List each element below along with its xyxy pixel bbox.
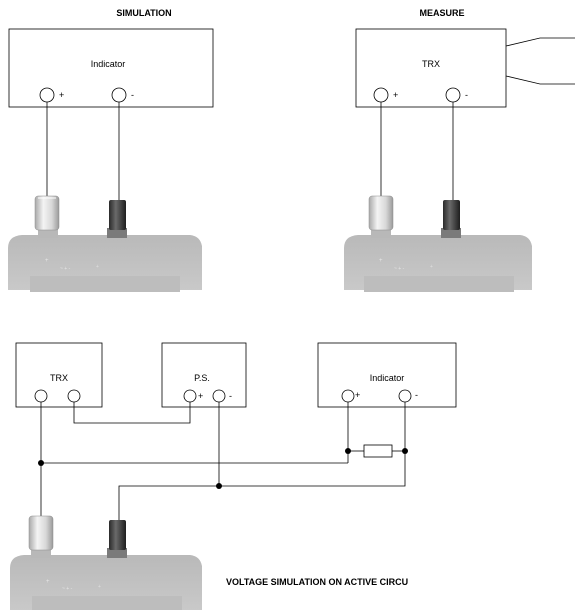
trx-label-bottom: TRX <box>50 373 68 383</box>
ps-plus-terminal <box>183 389 197 403</box>
trx-minus-sign: - <box>465 90 468 100</box>
svg-text:+: + <box>45 258 49 264</box>
indicator-label-bottom: Indicator <box>370 373 405 383</box>
indicator-label: Indicator <box>91 59 126 69</box>
black-probe-plug-right <box>441 200 461 238</box>
meter-device-bottom: + ~ + - + <box>10 555 202 610</box>
circuit-wiring <box>40 402 406 520</box>
ps-box <box>161 342 247 408</box>
red-probe-plug-right <box>368 195 394 238</box>
svg-text:+: + <box>430 264 433 270</box>
trx-label-top: TRX <box>422 59 440 69</box>
indicator-bottom-minus-terminal <box>398 389 412 403</box>
meter-device-left: + ~ + - + <box>8 235 202 292</box>
trx-box-bottom <box>15 342 103 408</box>
black-probe-plug-bottom <box>107 520 127 558</box>
svg-text:+: + <box>98 584 101 590</box>
ps-minus-sign: - <box>229 391 232 401</box>
measure-heading: MEASURE <box>419 8 464 18</box>
junction-dot <box>216 483 222 489</box>
resistor <box>363 444 393 458</box>
ps-label: P.S. <box>194 373 210 383</box>
indicator-plus-terminal <box>39 87 55 103</box>
indicator-box-bottom <box>317 342 457 408</box>
antenna-cable <box>505 37 575 85</box>
indicator-minus-terminal <box>111 87 127 103</box>
trx-minus-terminal <box>445 87 461 103</box>
junction-dot <box>38 460 44 466</box>
meter-device-right: + ~ + - + <box>344 235 532 292</box>
indicator-plus-sign: + <box>59 90 64 100</box>
indicator-bottom-minus-sign: - <box>415 390 418 400</box>
svg-text:~ + -: ~ + - <box>394 266 405 272</box>
trx-plus-terminal <box>373 87 389 103</box>
trx-plus-sign: + <box>393 90 398 100</box>
trx-bottom-right-terminal <box>67 389 81 403</box>
svg-text:~ + -: ~ + - <box>62 586 73 592</box>
black-probe-plug-left <box>107 200 127 238</box>
indicator-bottom-plus-sign: + <box>355 390 360 400</box>
indicator-bottom-plus-terminal <box>341 389 355 403</box>
indicator-minus-sign: - <box>131 90 134 100</box>
svg-text:~ + -: ~ + - <box>60 266 71 272</box>
trx-bottom-left-terminal <box>34 389 48 403</box>
svg-text:+: + <box>96 264 99 270</box>
ps-plus-sign: + <box>198 391 203 401</box>
junction-dot <box>402 448 408 454</box>
simulation-heading: SIMULATION <box>116 8 171 18</box>
bottom-caption: VOLTAGE SIMULATION ON ACTIVE CIRCU <box>226 577 408 587</box>
svg-text:+: + <box>379 258 383 264</box>
junction-dot <box>345 448 351 454</box>
ps-minus-terminal <box>212 389 226 403</box>
red-probe-plug-left <box>34 195 60 238</box>
svg-text:+: + <box>46 579 50 585</box>
red-probe-plug-bottom <box>28 515 54 558</box>
